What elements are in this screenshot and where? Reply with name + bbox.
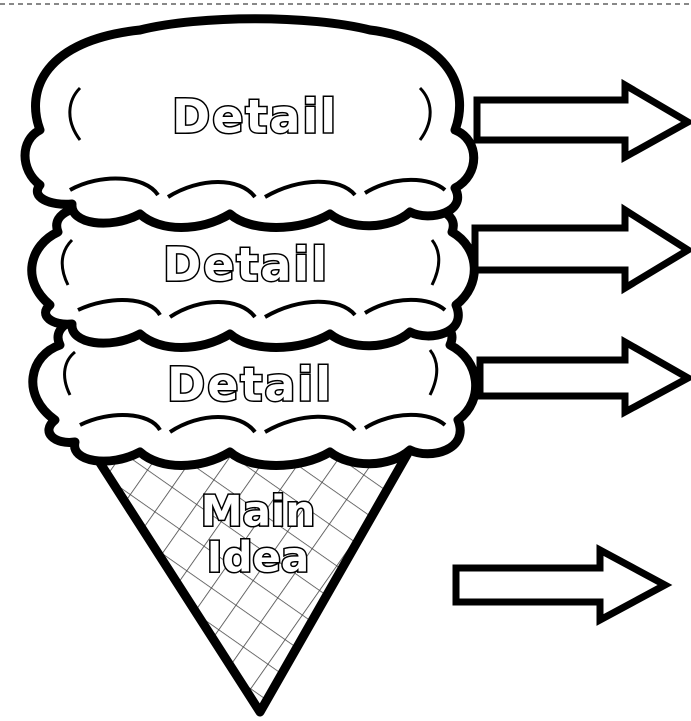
arrow-2	[475, 210, 688, 288]
arrows	[456, 85, 688, 620]
arrow-4	[456, 550, 665, 620]
scoop-3-label: Detail	[167, 358, 333, 412]
cone-label-main: Main	[201, 487, 315, 536]
scoop-1: Detail	[25, 19, 474, 228]
cone-label-idea: Idea	[207, 533, 310, 582]
scoop-2-label: Detail	[163, 238, 329, 292]
cone: Main Idea	[93, 446, 412, 712]
arrow-1	[477, 85, 688, 157]
arrow-3	[480, 342, 688, 412]
scoop-1-label: Detail	[172, 90, 338, 144]
